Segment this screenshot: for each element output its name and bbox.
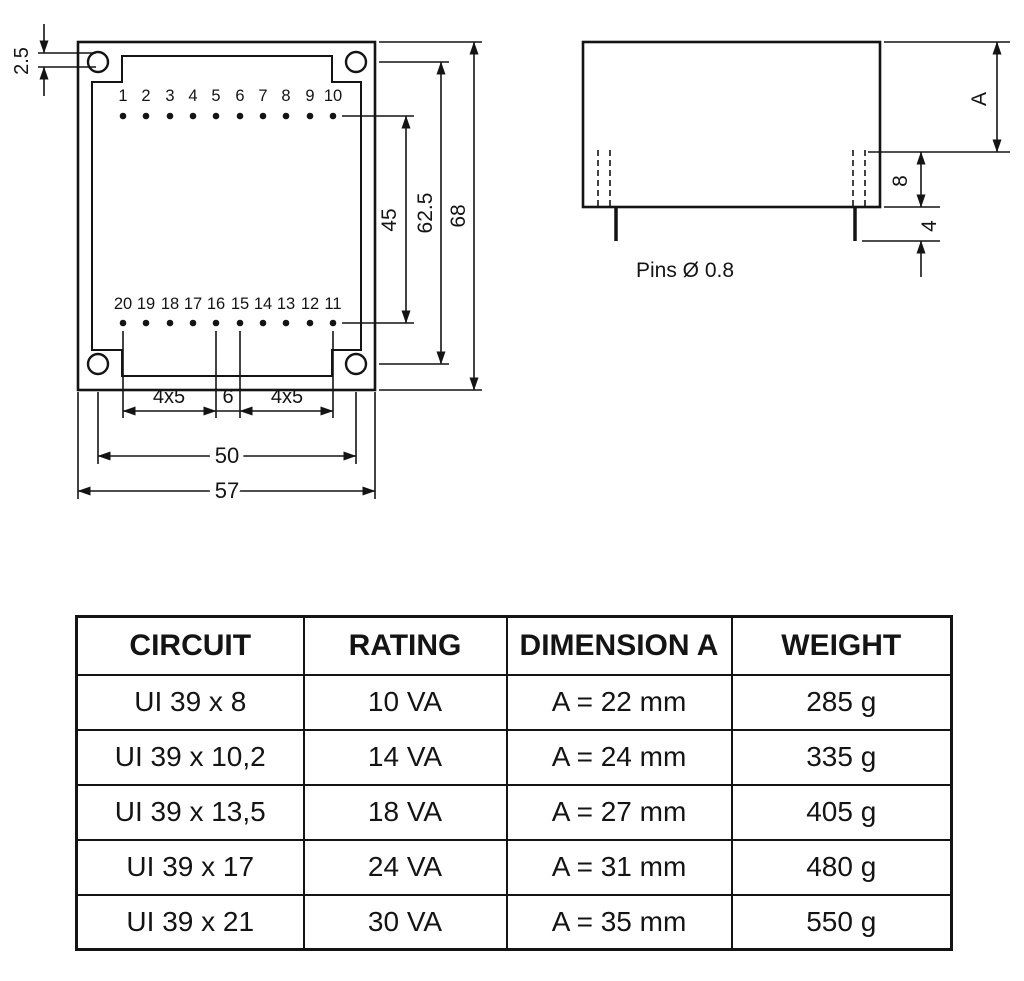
table-row: UI 39 x 10,2 14 VA A = 24 mm 335 g [75, 728, 953, 786]
pin-number: 9 [305, 87, 314, 105]
dim-50-label: 50 [215, 443, 239, 468]
pin-number: 2 [141, 87, 150, 105]
dim-pitch-left-label: 4x5 [153, 386, 185, 408]
col-header-dimension-a: DIMENSION A [505, 615, 733, 676]
cell-rating: 24 VA [302, 838, 508, 896]
dim-57-label: 57 [215, 478, 239, 503]
cell-circuit: UI 39 x 8 [75, 673, 305, 731]
dim-a: A [868, 41, 1010, 153]
mounting-hole [86, 50, 110, 74]
pin-number: 3 [165, 87, 174, 105]
pin-number: 6 [235, 87, 244, 105]
pin-number: 13 [277, 295, 295, 313]
table-row: UI 39 x 21 30 VA A = 35 mm 550 g [75, 893, 953, 951]
col-header-rating: RATING [302, 615, 508, 676]
pin-numbers-top: 1 2 3 4 5 6 7 8 9 10 [118, 87, 342, 105]
pin-number: 20 [114, 295, 132, 313]
cell-rating: 14 VA [302, 728, 508, 786]
front-view: 1 2 3 4 5 6 7 8 9 10 20 19 18 17 16 15 1… [11, 24, 482, 508]
table-header-row: CIRCUIT RATING DIMENSION A WEIGHT [75, 615, 953, 676]
cell-dimension-a: A = 27 mm [505, 783, 733, 841]
pin-number: 17 [184, 295, 202, 313]
cell-dimension-a: A = 35 mm [505, 893, 733, 951]
cell-weight: 550 g [730, 893, 953, 951]
dim-68: 68 [379, 41, 482, 391]
dim-pitch-right-label: 4x5 [271, 386, 303, 408]
technical-drawing: 1 2 3 4 5 6 7 8 9 10 20 19 18 17 16 15 1… [11, 24, 1010, 508]
pin-number: 12 [301, 295, 319, 313]
cell-dimension-a: A = 31 mm [505, 838, 733, 896]
cell-weight: 480 g [730, 838, 953, 896]
dim-pin-pitch: 4x5 6 4x5 [122, 331, 334, 418]
side-body-outline [581, 40, 882, 209]
pin-numbers-bottom: 20 19 18 17 16 15 14 13 12 11 [114, 295, 342, 313]
dim-center-gap-label: 6 [222, 386, 233, 408]
dim-4: 4 [862, 220, 941, 277]
dim-62-5-label: 62.5 [414, 193, 437, 234]
spec-table: CIRCUIT RATING DIMENSION A WEIGHT UI 39 … [75, 615, 953, 951]
pin-dots-bottom [119, 319, 337, 327]
hidden-pin-lines [597, 150, 866, 207]
dim-45-label: 45 [378, 208, 401, 231]
pins-diameter-note: Pins Ø 0.8 [636, 259, 734, 282]
pin-number: 19 [137, 295, 155, 313]
cell-circuit: UI 39 x 13,5 [75, 783, 305, 841]
pin-number: 8 [281, 87, 290, 105]
pin-number: 4 [188, 87, 197, 105]
inner-contour [91, 55, 362, 377]
dim-2-5-label: 2.5 [11, 47, 33, 75]
dim-a-label: A [968, 92, 991, 106]
pin-number: 16 [207, 295, 225, 313]
mounting-hole [344, 50, 368, 74]
cell-weight: 335 g [730, 728, 953, 786]
pin-number: 11 [324, 295, 341, 313]
table-row: UI 39 x 17 24 VA A = 31 mm 480 g [75, 838, 953, 896]
dim-2-5: 2.5 [11, 24, 96, 96]
cell-rating: 18 VA [302, 783, 508, 841]
table-row: UI 39 x 13,5 18 VA A = 27 mm 405 g [75, 783, 953, 841]
table-row: UI 39 x 8 10 VA A = 22 mm 285 g [75, 673, 953, 731]
pin-number: 14 [254, 295, 272, 313]
pin-number: 1 [118, 87, 127, 105]
side-view: Pins Ø 0.8 A 8 4 [581, 40, 1010, 282]
pin-number: 5 [211, 87, 220, 105]
dim-62-5: 62.5 [379, 61, 449, 365]
pin-number: 7 [258, 87, 267, 105]
cell-circuit: UI 39 x 21 [75, 893, 305, 951]
cell-weight: 285 g [730, 673, 953, 731]
dim-45: 45 [342, 115, 414, 324]
pin-number: 10 [324, 87, 342, 105]
mounting-hole [344, 352, 368, 376]
col-header-circuit: CIRCUIT [75, 615, 305, 676]
dim-50: 50 [97, 392, 357, 473]
dim-57: 57 [77, 392, 376, 508]
pin-number: 18 [161, 295, 179, 313]
mounting-hole [86, 352, 110, 376]
cell-circuit: UI 39 x 10,2 [75, 728, 305, 786]
pin-number: 15 [231, 295, 249, 313]
dim-8-label: 8 [889, 175, 912, 187]
pin-dots-top [119, 112, 337, 120]
dim-8: 8 [884, 151, 940, 208]
cell-dimension-a: A = 22 mm [505, 673, 733, 731]
cell-dimension-a: A = 24 mm [505, 728, 733, 786]
dim-4-label: 4 [918, 220, 941, 232]
col-header-weight: WEIGHT [730, 615, 953, 676]
body-outline [76, 40, 377, 392]
dim-68-label: 68 [447, 204, 470, 227]
cell-circuit: UI 39 x 17 [75, 838, 305, 896]
cell-rating: 10 VA [302, 673, 508, 731]
cell-rating: 30 VA [302, 893, 508, 951]
cell-weight: 405 g [730, 783, 953, 841]
